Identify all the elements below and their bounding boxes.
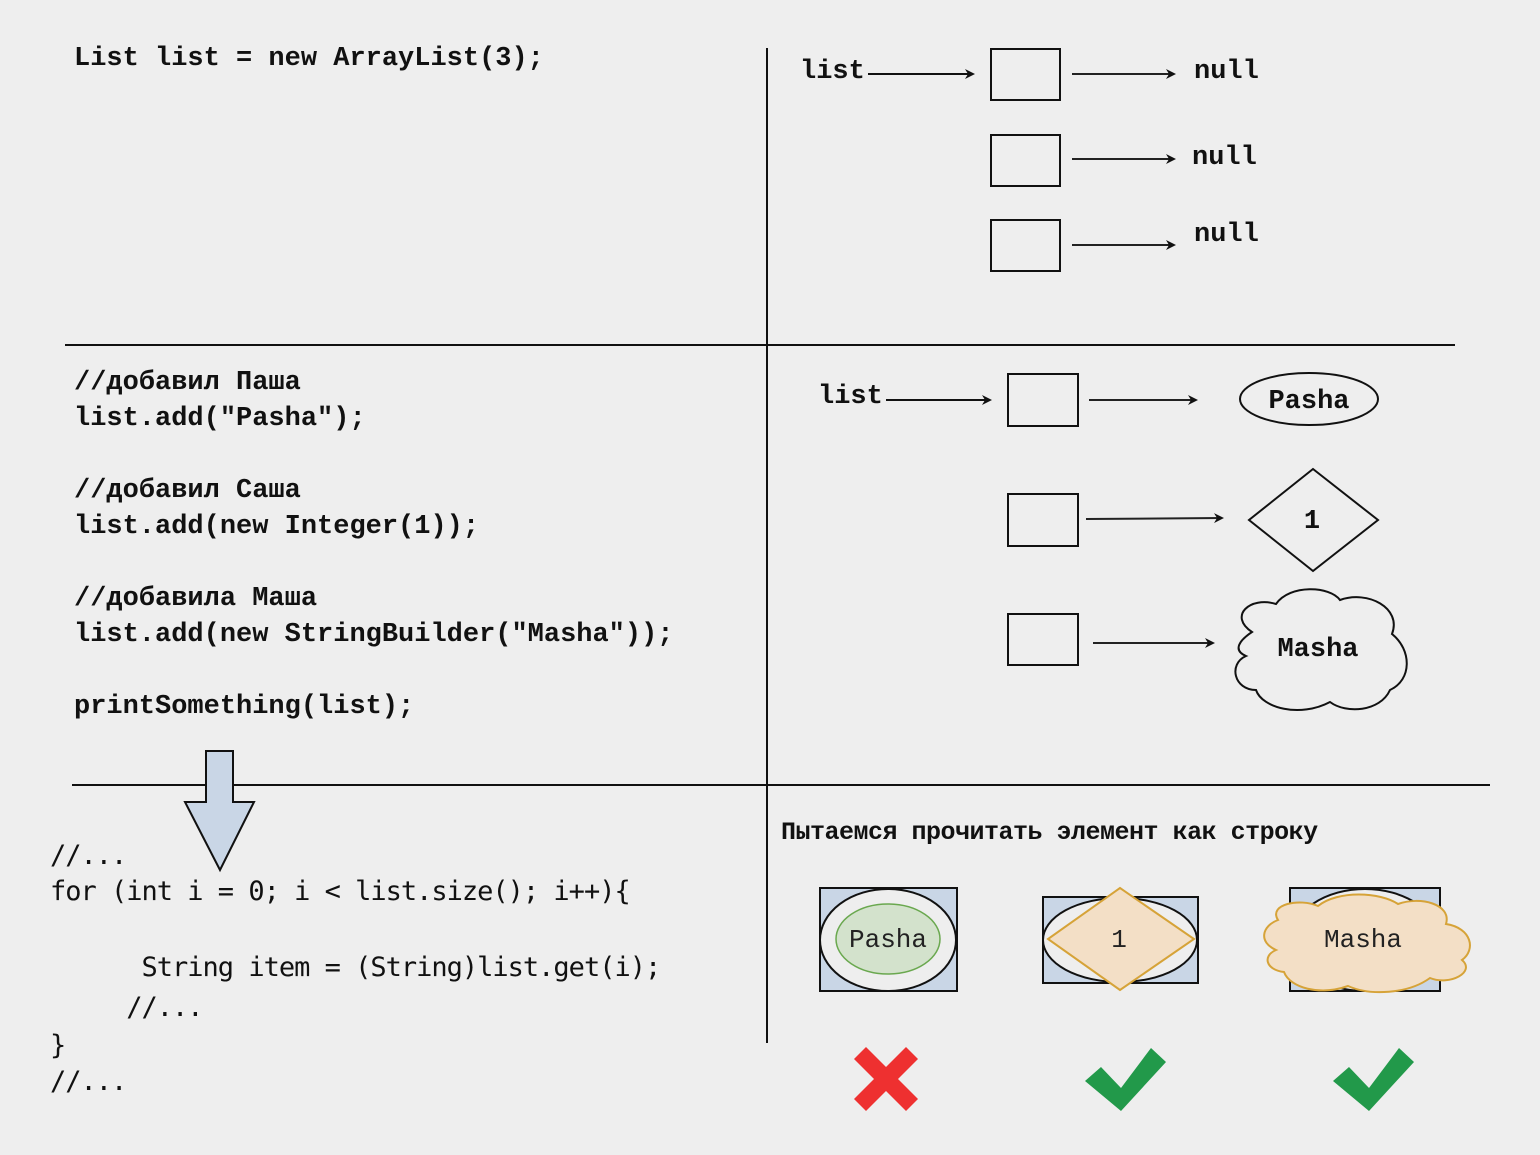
list-label-middle: list [818,382,883,412]
cast-caption: Пытаемся прочитать элемент как строку [781,818,1318,847]
null-label-1: null [1194,57,1259,87]
cast-attempt-masha: Masha [1263,887,1471,994]
cast-masha-label: Masha [1324,925,1402,955]
array-section-1 [868,48,1176,272]
object-masha-label: Masha [1277,635,1358,665]
array-section-2: Pasha 1 Masha [886,372,1408,711]
code-comment-pasha: //добавил Паша [74,368,301,398]
check-icon [1333,1048,1414,1111]
cast-masha-cloud [1263,893,1471,994]
code-print-something: printSomething(list); [74,692,415,722]
object-pasha-ellipse [1239,372,1379,426]
array-slot-3 [990,219,1061,272]
code-ellipsis-2: //... [50,992,203,1023]
code-add-stringbuilder: list.add(new StringBuilder("Masha")); [74,620,674,650]
code-for-loop: for (int i = 0; i < list.size(); i++){ [50,876,631,907]
cast-integer-diamond [1046,886,1196,992]
slot-arrow-integer [1085,513,1224,524]
code-close-brace: } [50,1030,66,1061]
cast-pasha-label: Pasha [849,925,927,955]
array-slot-masha [1007,613,1079,666]
cast-attempt-pasha: Pasha [819,887,958,992]
array-slot-pasha [1007,373,1079,427]
cast-pasha-ellipse [835,903,941,975]
code-comment-masha: //добавила Маша [74,584,318,614]
object-integer-diamond [1247,467,1380,573]
array-slot-2 [990,134,1061,187]
list-label-top: list [800,57,865,87]
null-label-2: null [1192,143,1257,173]
code-array-list-init: List list = new ArrayList(3); [74,44,544,74]
code-add-integer: list.add(new Integer(1)); [74,512,480,542]
code-comment-sasha: //добавил Саша [74,476,301,506]
cross-icon [854,1047,918,1111]
code-ellipsis-3: //... [50,1066,127,1097]
object-integer-label: 1 [1304,507,1320,537]
array-slot-1 [990,48,1061,101]
code-ellipsis-1: //... [50,840,127,871]
null-label-3: null [1194,220,1259,250]
object-masha-cloud [1234,588,1408,711]
array-slot-integer [1007,493,1079,547]
flow-down-arrow-icon [183,750,256,873]
cast-attempt-integer: 1 [1042,886,1199,992]
code-string-cast: String item = (String)list.get(i); [50,952,662,983]
object-pasha-label: Pasha [1268,387,1349,417]
code-add-pasha: list.add("Pasha"); [74,404,366,434]
cast-integer-label: 1 [1111,925,1127,955]
check-icon [1085,1048,1166,1111]
